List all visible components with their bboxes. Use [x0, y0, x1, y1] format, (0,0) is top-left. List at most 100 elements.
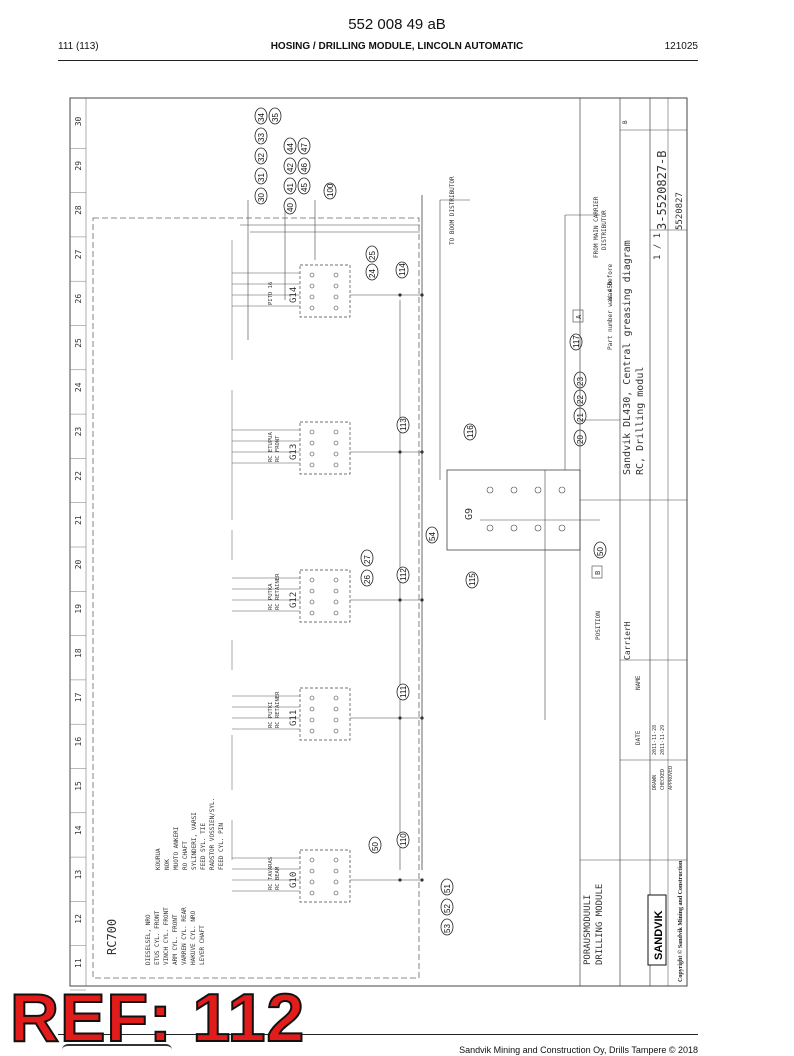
balloon-label: 40 [286, 203, 295, 212]
distributor-port [333, 305, 339, 311]
distributor-tag: RC ETUPUA [268, 432, 274, 462]
from-main-note-2: DISTRIBUTOR [601, 210, 608, 250]
actuator-label: VARREN CYL. REAR [181, 907, 188, 965]
balloon-label: 46 [300, 163, 309, 172]
balloon [396, 831, 410, 849]
distributor-port [309, 462, 315, 468]
g9-port [558, 486, 566, 494]
balloon [254, 147, 268, 165]
frame-title: RC700 [105, 919, 119, 955]
grid-number: 25 [74, 338, 83, 348]
distributor-tag: RC RETAINER [275, 573, 281, 610]
distributor-port [333, 610, 339, 616]
grid-number: 11 [74, 958, 83, 968]
actuator-label: LEVER CHAFT [199, 925, 206, 965]
balloon-label: 117 [572, 335, 581, 348]
balloon-label: 50 [596, 547, 605, 556]
distributor-port [333, 429, 339, 435]
grid-number: 19 [74, 604, 83, 614]
balloon-label: 31 [257, 173, 266, 182]
balloon [396, 566, 410, 584]
distributor-label: G14 [289, 287, 299, 303]
balloon [297, 177, 311, 195]
tb-carrier: CarrierH [623, 621, 632, 660]
balloon [396, 683, 410, 701]
grid-number: 23 [74, 427, 83, 437]
distributor-label: G10 [289, 872, 299, 888]
balloon [268, 107, 282, 125]
actuator-label: DIESELSEL, NRO [145, 914, 152, 965]
balloon [569, 333, 583, 351]
balloon [360, 569, 374, 587]
distributor-port [309, 717, 315, 723]
grid-number: 13 [74, 870, 83, 880]
tb-part-no-2: 5520827 [675, 192, 685, 230]
tb-approved: APPROVED [668, 766, 674, 790]
balloon [283, 137, 297, 155]
grid-number: 28 [74, 205, 83, 215]
balloon [396, 416, 410, 434]
page-title: HOSING / DRILLING MODULE, LINCOLN AUTOMA… [270, 41, 524, 52]
distributor-port [333, 890, 339, 896]
grid-number: 15 [74, 781, 83, 791]
junction-dot [398, 598, 402, 602]
grid-number: 26 [74, 294, 83, 304]
balloon [465, 571, 479, 589]
junction-dot [398, 716, 402, 720]
distributor-port [309, 451, 315, 457]
ref-stamp: REF: 112 [9, 980, 306, 1056]
distributor-tag: RC FRONT [275, 435, 281, 462]
tb-drawn-date: 2011-11-28 [652, 725, 658, 755]
balloon [440, 918, 454, 936]
tb-part-no: 3-5520827-B [655, 151, 669, 230]
balloon-label: 42 [286, 163, 295, 172]
balloon-label: 41 [286, 183, 295, 192]
balloon-label: 112 [399, 568, 408, 581]
balloon-label: 21 [576, 413, 585, 422]
balloon-label: 100 [326, 183, 335, 197]
distributor-port [309, 440, 315, 446]
g9-port [486, 524, 494, 532]
footer-logo [62, 1044, 172, 1056]
distributor-port [309, 588, 315, 594]
balloon-label: 111 [399, 685, 408, 698]
actuator-label: MUOTO ANKERI [173, 826, 180, 870]
sandvik-logo: SANDVIK [653, 910, 665, 960]
balloon [365, 245, 379, 263]
balloon-label: 34 [257, 113, 266, 122]
balloon [283, 157, 297, 175]
balloon [395, 261, 409, 279]
grid-number: 20 [74, 559, 83, 569]
balloon-label: 116 [466, 425, 475, 438]
document-number: 552 008 49 aB [348, 16, 446, 33]
distributor-block [299, 569, 351, 623]
balloon-label: 114 [398, 263, 407, 276]
distributor-port [333, 857, 339, 863]
distributor-tag: RC PUTKI [268, 702, 274, 729]
ref-a-box [572, 309, 584, 323]
header-rule [58, 60, 698, 61]
junction-dot [398, 293, 402, 297]
distributor-port [333, 728, 339, 734]
tb-drawn: DRAWN [652, 775, 658, 790]
balloon-label: 24 [368, 269, 377, 278]
footer-company: Sandvik Mining and Construction Oy, Dril… [459, 1045, 698, 1055]
page-number: 111 (113) [58, 41, 99, 52]
actuator-label: KOURUA [155, 848, 162, 870]
balloon [365, 263, 379, 281]
grid-number: 24 [74, 382, 83, 392]
g9-port [534, 486, 542, 494]
footer-rule [58, 1034, 698, 1035]
balloon [254, 167, 268, 185]
from-main-note-1: FROM MAIN CARRIER [593, 196, 600, 258]
distributor-port [309, 857, 315, 863]
grid-number: 29 [74, 161, 83, 171]
balloon-label: 22 [576, 395, 585, 404]
balloon [323, 182, 337, 200]
distributor-tag: RC BEAM [275, 866, 281, 890]
balloon [297, 137, 311, 155]
distributor-port [333, 588, 339, 594]
sandvik-logo-box [647, 894, 667, 966]
distributor-port [333, 577, 339, 583]
g9-port [558, 524, 566, 532]
